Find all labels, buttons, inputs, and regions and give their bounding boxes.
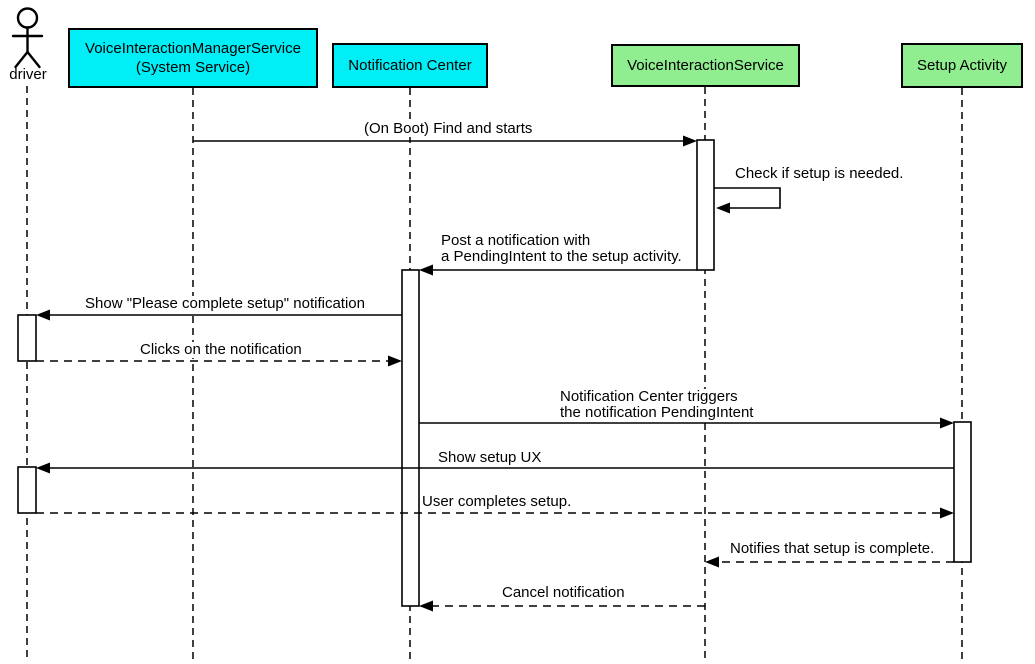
activation-notification-center [401, 269, 420, 607]
participant-label-line: Notification Center [348, 57, 472, 74]
participant-label-line: Setup Activity [916, 57, 1008, 74]
message-label-notifies-setup-complete: Notifies that setup is complete. [729, 540, 936, 557]
message-label-line: Post a notification with [441, 232, 591, 249]
participant-voice-interaction-service: VoiceInteractionService [611, 44, 800, 87]
arrowhead-clicks-notification [388, 355, 402, 367]
message-label-triggers-pendingintent: Notification Center triggers the notific… [559, 388, 755, 421]
arrowhead-show-setup-notification [36, 309, 50, 321]
participant-setup-activity: Setup Activity [901, 43, 1023, 88]
message-label-cancel-notification: Cancel notification [501, 584, 626, 601]
activation-driver-1 [17, 314, 37, 362]
arrowhead-triggers-pendingintent [940, 417, 954, 429]
participant-label-line: VoiceInteractionManagerService [85, 40, 301, 57]
message-label-line: the notification PendingIntent [560, 404, 754, 421]
arrowhead-post-notification [419, 264, 433, 276]
message-label-clicks-notification: Clicks on the notification [139, 341, 303, 358]
message-label-show-setup-ux: Show setup UX [437, 449, 543, 466]
message-label-show-setup-notification: Show "Please complete setup" notificatio… [84, 295, 366, 312]
participant-label-line: VoiceInteractionService [627, 57, 784, 74]
activation-voice-interaction-service [696, 139, 715, 271]
participant-notification-center: Notification Center [332, 43, 488, 88]
participant-label-line: (System Service) [135, 59, 251, 76]
arrowhead-show-setup-ux [36, 462, 50, 474]
arrowhead-notifies-setup-complete [705, 556, 719, 568]
activation-setup-activity [953, 421, 972, 563]
message-label-check-if-setup-needed: Check if setup is needed. [734, 165, 905, 182]
message-label-line: Notification Center triggers [560, 388, 738, 405]
message-label-post-notification: Post a notification with a PendingIntent… [440, 233, 683, 265]
participant-voice-interaction-manager-service: VoiceInteractionManagerService (System S… [68, 28, 318, 88]
arrow-check-if-setup-needed [714, 187, 781, 209]
arrowhead-check-if-setup-needed [716, 202, 730, 214]
message-label-user-completes-setup: User completes setup. [421, 493, 573, 510]
message-label-line: a PendingIntent to the setup activity. [441, 248, 682, 265]
actor-icon [11, 7, 44, 69]
arrowhead-on-boot-find-and-starts [683, 135, 697, 147]
activation-driver-2 [17, 466, 37, 514]
arrowhead-user-completes-setup [940, 507, 954, 519]
arrowhead-cancel-notification [419, 600, 433, 612]
message-label-on-boot-find-and-starts: (On Boot) Find and starts [363, 120, 534, 137]
actor-label: driver [9, 66, 47, 83]
